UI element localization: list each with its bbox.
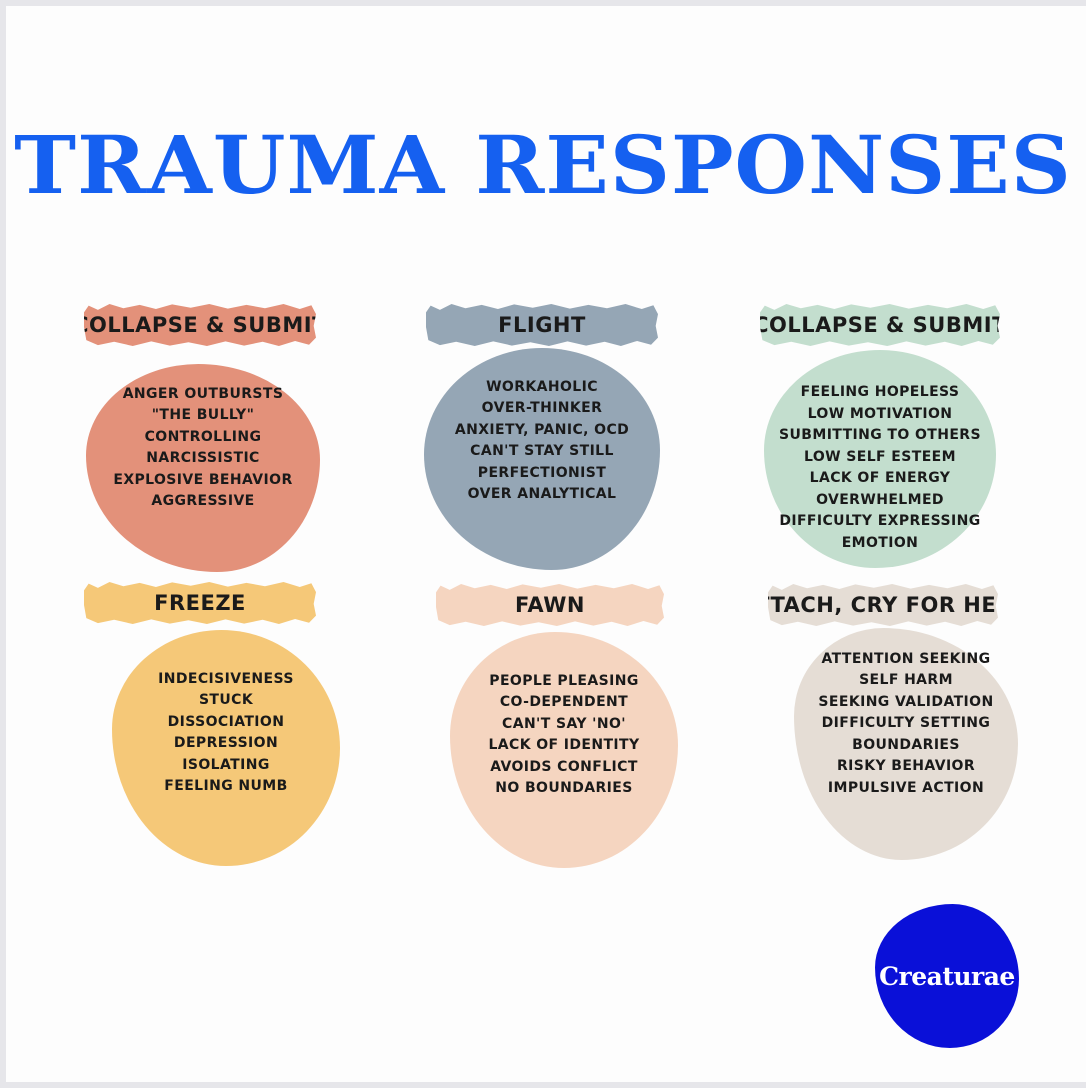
banner-label: COLLAPSE & SUBMIT	[73, 313, 327, 337]
list-item: WORKAHOLIC	[486, 378, 598, 395]
blob-attach-cry-for-help: ATTENTION SEEKING SELF HARM SEEKING VALI…	[794, 628, 1018, 860]
banner-label: FLIGHT	[498, 313, 586, 337]
list-item: FEELING HOPELESS	[800, 384, 960, 400]
list-item: OVERWHELMED	[816, 491, 944, 508]
blob-collapse-submit-1: ANGER OUTBURSTS "THE BULLY" CONTROLLING …	[86, 364, 320, 572]
list-item: CAN'T STAY STILL	[470, 443, 614, 459]
list-item: NO BOUNDARIES	[495, 780, 633, 796]
list-item: AVOIDS CONFLICT	[490, 758, 638, 775]
blob-collapse-submit-2: FEELING HOPELESS LOW MOTIVATION SUBMITTI…	[764, 350, 996, 568]
banner-label: COLLAPSE & SUBMIT	[753, 313, 1007, 337]
list-item: PERFECTIONIST	[477, 464, 607, 481]
banner-freeze: FREEZE	[84, 582, 316, 624]
list-item: LOW MOTIVATION	[807, 405, 953, 422]
list-item: DEPRESSION	[173, 735, 279, 751]
list-item: SUBMITTING TO OTHERS	[779, 427, 981, 443]
list-item: OVER-THINKER	[481, 400, 603, 416]
blob-flight: WORKAHOLIC OVER-THINKER ANXIETY, PANIC, …	[424, 348, 660, 570]
list-item: CAN'T SAY 'NO'	[502, 715, 626, 732]
blob-freeze: INDECISIVENESS STUCK DISSOCIATION DEPRES…	[112, 630, 340, 866]
list-item: NARCISSISTIC	[146, 450, 260, 466]
banner-attach-cry-for-help: ATTACH, CRY FOR HELP	[768, 584, 998, 626]
brand-logo: Creaturae	[875, 904, 1019, 1048]
list-item: BOUNDARIES	[852, 736, 960, 753]
list-item: DIFFICULTY EXPRESSING	[779, 513, 981, 529]
list-item: OVER ANALYTICAL	[467, 486, 617, 502]
banner-flight: FLIGHT	[426, 304, 658, 346]
banner-collapse-submit-1: COLLAPSE & SUBMIT	[84, 304, 316, 346]
list-item: LACK OF ENERGY	[809, 470, 951, 486]
list-item: AGGRESSIVE	[151, 493, 255, 509]
list-item: STUCK	[198, 692, 254, 708]
list-item: LOW SELF ESTEEM	[804, 448, 956, 465]
list-item: INDECISIVENESS	[158, 670, 294, 687]
list-item: FEELING NUMB	[164, 778, 288, 794]
banner-collapse-submit-2: COLLAPSE & SUBMIT	[760, 304, 1000, 346]
list-item: ATTENTION SEEKING	[821, 650, 991, 667]
brand-wordmark: Creaturae	[879, 961, 1015, 991]
list-item: DISSOCIATION	[167, 713, 285, 730]
list-item: ISOLATING	[182, 756, 270, 773]
list-item: DIFFICULTY SETTING	[821, 715, 991, 732]
list-item: CONTROLLING	[144, 428, 262, 445]
list-item: EMOTION	[841, 534, 919, 551]
page-title: TRAUMA RESPONSES	[14, 118, 1072, 212]
list-item: IMPULSIVE ACTION	[827, 779, 985, 796]
list-item: SEEKING VALIDATION	[818, 693, 994, 710]
banner-label: ATTACH, CRY FOR HELP	[740, 593, 1026, 617]
list-item: ANXIETY, PANIC, OCD	[454, 421, 630, 438]
banner-label: FAWN	[515, 593, 585, 617]
banner-fawn: FAWN	[436, 584, 664, 626]
blob-fawn: PEOPLE PLEASING CO-DEPENDENT CAN'T SAY '…	[450, 632, 678, 868]
list-item: LACK OF IDENTITY	[488, 737, 640, 753]
list-item: RISKY BEHAVIOR	[836, 758, 976, 775]
list-item: PEOPLE PLEASING	[489, 672, 639, 689]
list-item: SELF HARM	[859, 672, 953, 689]
banner-label: FREEZE	[154, 591, 246, 615]
list-item: EXPLOSIVE BEHAVIOR	[113, 471, 293, 488]
list-item: ANGER OUTBURSTS	[122, 385, 284, 402]
list-item: CO-DEPENDENT	[499, 694, 629, 710]
list-item: "THE BULLY"	[151, 407, 255, 423]
